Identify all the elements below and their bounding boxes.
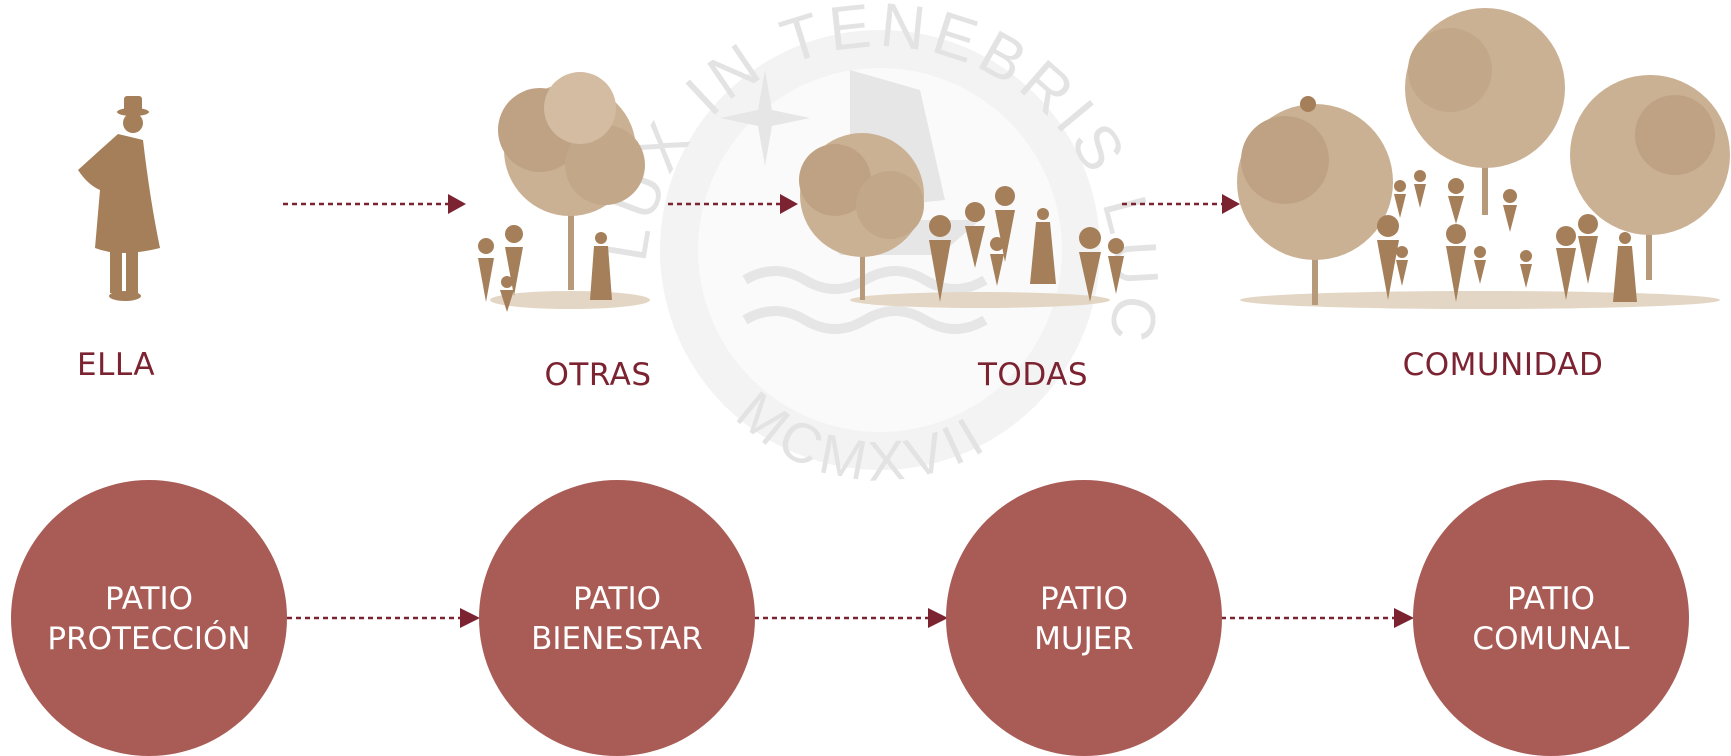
top-arrows [283, 194, 1240, 214]
label-comunidad: COMUNIDAD [1402, 347, 1604, 383]
comunidad-scene-icon [1237, 8, 1730, 309]
circle-patio-mujer: PATIO MUJER [946, 480, 1222, 756]
otras-scene-icon [478, 72, 650, 312]
circle-patio-comunal: PATIO COMUNAL [1413, 480, 1689, 756]
circle-line2: PROTECCIÓN [47, 621, 251, 657]
circle-line2: BIENESTAR [531, 621, 703, 657]
watermark-star-icon [720, 70, 810, 166]
todas-scene-icon [799, 133, 1124, 308]
circle-patio-proteccion: PATIO PROTECCIÓN [11, 480, 287, 756]
label-ella: ELLA [76, 347, 156, 383]
bottom-arrows [287, 608, 1414, 628]
label-otras: OTRAS [544, 357, 652, 393]
circle-line1: PATIO [105, 581, 193, 617]
circle-line2: MUJER [1034, 621, 1134, 657]
circle-line1: PATIO [573, 581, 661, 617]
label-todas: TODAS [977, 357, 1089, 393]
woman-silhouette-icon [78, 96, 160, 301]
circle-patio-bienestar: PATIO BIENESTAR [479, 480, 755, 756]
circle-line2: COMUNAL [1472, 621, 1630, 657]
circle-line1: PATIO [1507, 581, 1595, 617]
circle-line1: PATIO [1040, 581, 1128, 617]
